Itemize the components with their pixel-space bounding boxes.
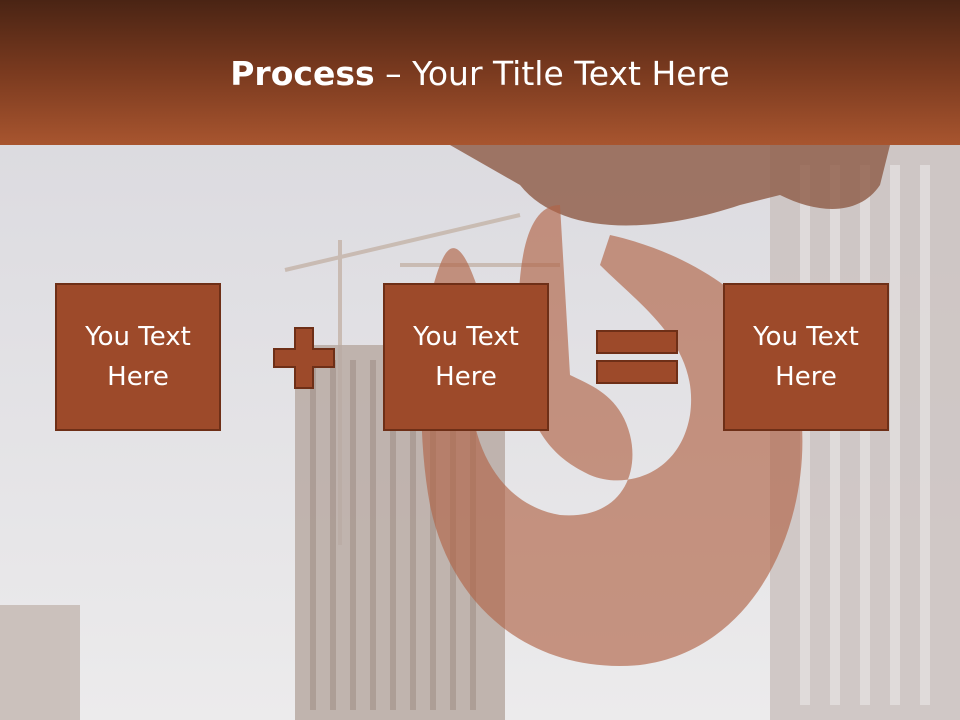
process-box-1-label: You Text Here	[85, 322, 191, 392]
process-box-3[interactable]: You Text Here	[723, 283, 889, 431]
slide-title: Process – Your Title Text Here	[0, 52, 960, 96]
process-box-2-label: You Text Here	[413, 322, 519, 392]
title-rest: – Your Title Text Here	[374, 54, 730, 93]
background-photo	[0, 145, 960, 720]
process-box-3-label: You Text Here	[753, 322, 859, 392]
process-box-1[interactable]: You Text Here	[55, 283, 221, 431]
title-bold: Process	[230, 54, 375, 93]
plus-icon	[273, 327, 335, 389]
crane-hook-photo	[0, 145, 960, 720]
title-bar: Process – Your Title Text Here	[0, 0, 960, 145]
equals-icon	[596, 330, 678, 384]
process-box-2[interactable]: You Text Here	[383, 283, 549, 431]
